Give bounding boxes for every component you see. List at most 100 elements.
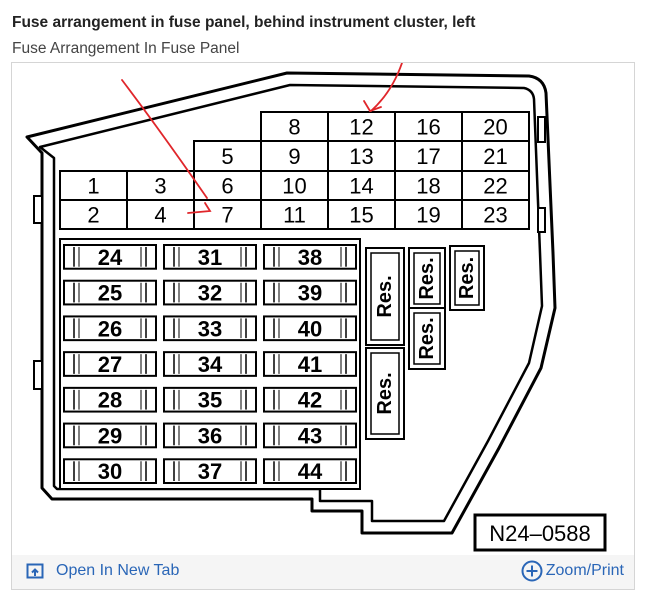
blade-fuse-44: 44: [263, 458, 357, 484]
fuse-number: 14: [349, 174, 373, 199]
upper-fuse-7: 7: [193, 199, 262, 230]
upper-fuse-9: 9: [260, 140, 329, 172]
page-title: Fuse arrangement in fuse panel, behind i…: [12, 14, 476, 31]
fuse-number: 40: [298, 316, 322, 341]
footer-bar: Open In New Tab Zoom/Print: [12, 555, 634, 589]
upper-fuse-19: 19: [394, 199, 463, 230]
fuse-number: 23: [483, 203, 507, 228]
part-code-box: N24–0588: [473, 513, 607, 552]
reserve-fuse-2: Res.: [365, 347, 405, 440]
fuse-number: 16: [416, 115, 440, 140]
fuse-number: 3: [154, 174, 166, 199]
upper-fuse-14: 14: [327, 170, 396, 201]
fuse-number: 39: [298, 281, 322, 306]
fuse-number: 9: [288, 144, 300, 169]
blade-fuse-26: 26: [63, 315, 157, 341]
reserve-label: Res.: [416, 257, 438, 299]
blade-fuse-43: 43: [263, 422, 357, 448]
upper-fuse-3: 3: [126, 170, 195, 201]
fuse-panel-housing: [25, 71, 557, 535]
upper-fuse-6: 6: [193, 170, 262, 201]
zoom-plus-icon: [521, 560, 543, 582]
blade-fuse-42: 42: [263, 386, 357, 413]
blade-fuse-24: 24: [63, 244, 157, 270]
blade-fuse-27: 27: [63, 351, 157, 377]
reserve-label: Res.: [456, 257, 478, 299]
fuse-number: 18: [416, 174, 440, 199]
callout-arrows: [121, 63, 403, 214]
blade-fuse-39: 39: [263, 279, 357, 306]
fuse-number: 35: [198, 388, 222, 413]
upper-fuse-12: 12: [327, 111, 396, 142]
figure-caption: Fuse Arrangement In Fuse Panel: [12, 40, 240, 57]
blade-fuse-35: 35: [163, 386, 257, 413]
reserve-label: Res.: [374, 275, 396, 317]
fuse-number: 25: [98, 281, 122, 306]
blade-fuse-33: 33: [163, 315, 257, 341]
open-in-new-tab-link[interactable]: Open In New Tab: [26, 562, 179, 580]
reserve-fuse-5: Res.: [449, 245, 485, 311]
upper-fuse-10: 10: [260, 170, 329, 201]
blade-fuse-36: 36: [163, 422, 257, 448]
upper-fuse-13: 13: [327, 140, 396, 172]
fuse-number: 17: [416, 144, 440, 169]
fuse-number: 4: [154, 203, 166, 228]
blade-fuse-40: 40: [263, 315, 357, 341]
arrow-to-fuse-12: [363, 63, 403, 113]
upper-fuse-20: 20: [461, 111, 530, 142]
fuse-number: 44: [298, 459, 323, 484]
fuse-number: 20: [483, 115, 507, 140]
upper-fuse-1: 1: [59, 170, 128, 201]
fuse-number: 31: [198, 245, 222, 270]
fuse-number: 21: [483, 144, 507, 169]
blade-fuse-32: 32: [163, 279, 257, 306]
blade-fuse-28: 28: [63, 386, 157, 413]
blade-fuse-38: 38: [263, 244, 357, 270]
fuse-number: 42: [298, 388, 322, 413]
upper-fuse-8: 8: [260, 111, 329, 142]
fuse-number: 29: [98, 423, 122, 448]
fuse-number: 5: [221, 144, 233, 169]
fuse-number: 8: [288, 115, 300, 140]
blade-fuse-30: 30: [63, 458, 157, 484]
reserve-fuses: Res. Res. Res. Res. Res.: [365, 245, 485, 440]
fuse-number: 26: [98, 316, 122, 341]
fuse-number: 1: [87, 174, 99, 199]
fuse-number: 38: [298, 245, 322, 270]
fuse-number: 33: [198, 316, 222, 341]
upper-fuse-16: 16: [394, 111, 463, 142]
housing-tabs: [33, 116, 546, 390]
fuse-number: 12: [349, 115, 373, 140]
reserve-fuse-1: Res.: [365, 247, 405, 346]
reserve-fuse-3: Res.: [408, 247, 446, 310]
upper-fuse-18: 18: [394, 170, 463, 201]
upper-fuse-5: 5: [193, 140, 262, 172]
upper-fuse-17: 17: [394, 140, 463, 172]
reserve-label: Res.: [416, 317, 438, 359]
fuse-number: 43: [298, 423, 322, 448]
upper-fuse-23: 23: [461, 199, 530, 230]
open-in-new-tab-label: Open In New Tab: [56, 562, 180, 579]
upper-fuse-2: 2: [59, 199, 128, 230]
blade-fuse-31: 31: [163, 244, 257, 270]
fuse-number: 32: [198, 281, 222, 306]
blade-fuse-25: 25: [63, 279, 157, 306]
fuse-number: 11: [283, 203, 306, 228]
blade-fuse-41: 41: [263, 351, 357, 377]
upper-fuse-11: 11: [260, 199, 329, 230]
fuse-number: 27: [98, 352, 122, 377]
upper-fuse-4: 4: [126, 199, 195, 230]
fuse-number: 41: [298, 352, 322, 377]
arrow-to-fuse-7: [121, 79, 212, 214]
reserve-label: Res.: [374, 372, 396, 414]
upper-fuse-21: 21: [461, 140, 530, 172]
upper-fuse-15: 15: [327, 199, 396, 230]
blade-fuse-37: 37: [163, 458, 257, 484]
zoom-print-link[interactable]: Zoom/Print: [521, 560, 624, 582]
fuse-number: 36: [198, 423, 222, 448]
fuse-number: 6: [221, 174, 233, 199]
fuse-number: 7: [221, 203, 233, 228]
fuse-number: 28: [98, 388, 122, 413]
